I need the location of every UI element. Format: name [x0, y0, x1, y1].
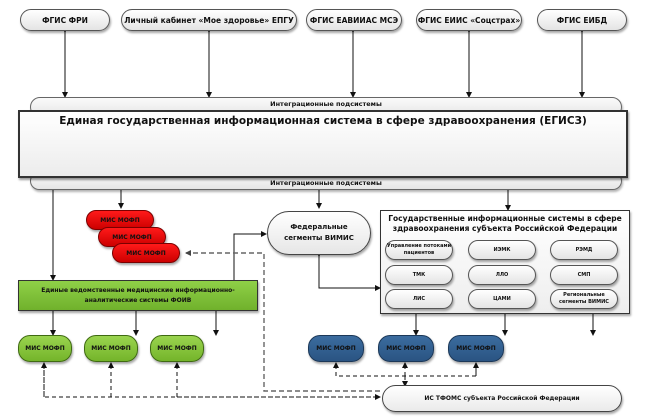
foiv-systems-box[interactable]: Единые ведомственные медицинские информа…	[18, 280, 258, 311]
top-system-socstrah[interactable]: ФГИС ЕИИС «Соцстрах»	[416, 9, 522, 31]
regional-subsystem-label: Региональные	[563, 292, 605, 298]
dashed-green-tfoms	[43, 363, 376, 398]
regional-subsystem-label: ЛИС	[412, 295, 425, 302]
egisz-main-box[interactable]: Единая государственная информационная си…	[18, 110, 628, 178]
tfoms-system[interactable]: ИС ТФОМС субъекта Российской Федерации	[382, 385, 622, 412]
regional-subsystem-6[interactable]: СМП	[550, 265, 618, 285]
regional-subsystem-label: ИЭМК	[493, 246, 511, 253]
regional-subsystem-label-2: сегменты ВИМИС	[559, 299, 609, 305]
regional-title-line2: здравоохранения субъекта Российской Феде…	[392, 224, 618, 233]
regional-subsystem-5[interactable]: ЛЛО	[468, 265, 536, 285]
regional-subsystem-label-2: пациентов	[403, 250, 435, 256]
regional-subsystem-3[interactable]: РЭМД	[550, 240, 618, 260]
regional-subsystem-label: ТМК	[412, 271, 426, 278]
top-system-eaviias-mse[interactable]: ФГИС ЕАВИИАС МСЭ	[306, 9, 402, 31]
connector-vimis-regional	[316, 251, 381, 291]
dashed-blue-bus	[335, 365, 477, 377]
egisz-title: Единая государственная информационная си…	[59, 115, 587, 127]
regional-title-line1: Государственные информационные системы в…	[388, 214, 622, 223]
red-mis-3[interactable]: МИС МОФП	[112, 243, 180, 263]
regional-subsystem-label: ЛЛО	[495, 271, 509, 278]
green-mis-1[interactable]: МИС МОФП	[18, 335, 72, 362]
integration-band-top-label: Интеграционные подсистемы	[270, 100, 382, 108]
blue-mis-2[interactable]: МИС МОФП	[378, 335, 434, 362]
regional-subsystem-4[interactable]: ТМК	[385, 265, 453, 285]
regional-subsystem-2[interactable]: ИЭМК	[468, 240, 536, 260]
top-system-eibd[interactable]: ФГИС ЕИБД	[537, 9, 627, 31]
green-mis-3[interactable]: МИС МОФП	[150, 335, 204, 362]
regional-subsystem-label: СМП	[577, 271, 591, 278]
regional-title: Государственные информационные системы в…	[381, 214, 629, 234]
blue-mis-1[interactable]: МИС МОФП	[308, 335, 364, 362]
regional-subsystem-7[interactable]: ЛИС	[385, 289, 453, 309]
top-system-fgis-fri[interactable]: ФГИС ФРИ	[20, 9, 110, 31]
top-system-epgu[interactable]: Личный кабинет «Мое здоровье» ЕПГУ	[121, 9, 297, 31]
green-mis-2[interactable]: МИС МОФП	[84, 335, 138, 362]
connector-foiv-vimis	[231, 231, 267, 285]
blue-mis-3[interactable]: МИС МОФП	[448, 335, 504, 362]
foiv-line1: Единые ведомственные медицинские информа…	[41, 286, 235, 294]
regional-subsystem-label: РЭМД	[575, 246, 593, 253]
dashed-tfoms-redmis	[185, 250, 380, 392]
federal-vimis-line2: сегменты ВИМИС	[284, 234, 354, 242]
federal-vimis-line1: Федеральные	[290, 223, 348, 231]
integration-band-bottom-label: Интеграционные подсистемы	[270, 179, 382, 187]
federal-vimis-segments[interactable]: Федеральные сегменты ВИМИС	[267, 211, 371, 255]
regional-subsystem-label: ЦАМИ	[493, 295, 511, 302]
regional-subsystem-8[interactable]: ЦАМИ	[468, 289, 536, 309]
regional-subsystem-label: Управление потоками	[386, 243, 452, 249]
foiv-line2: аналитические системы ФОИВ	[84, 296, 192, 304]
